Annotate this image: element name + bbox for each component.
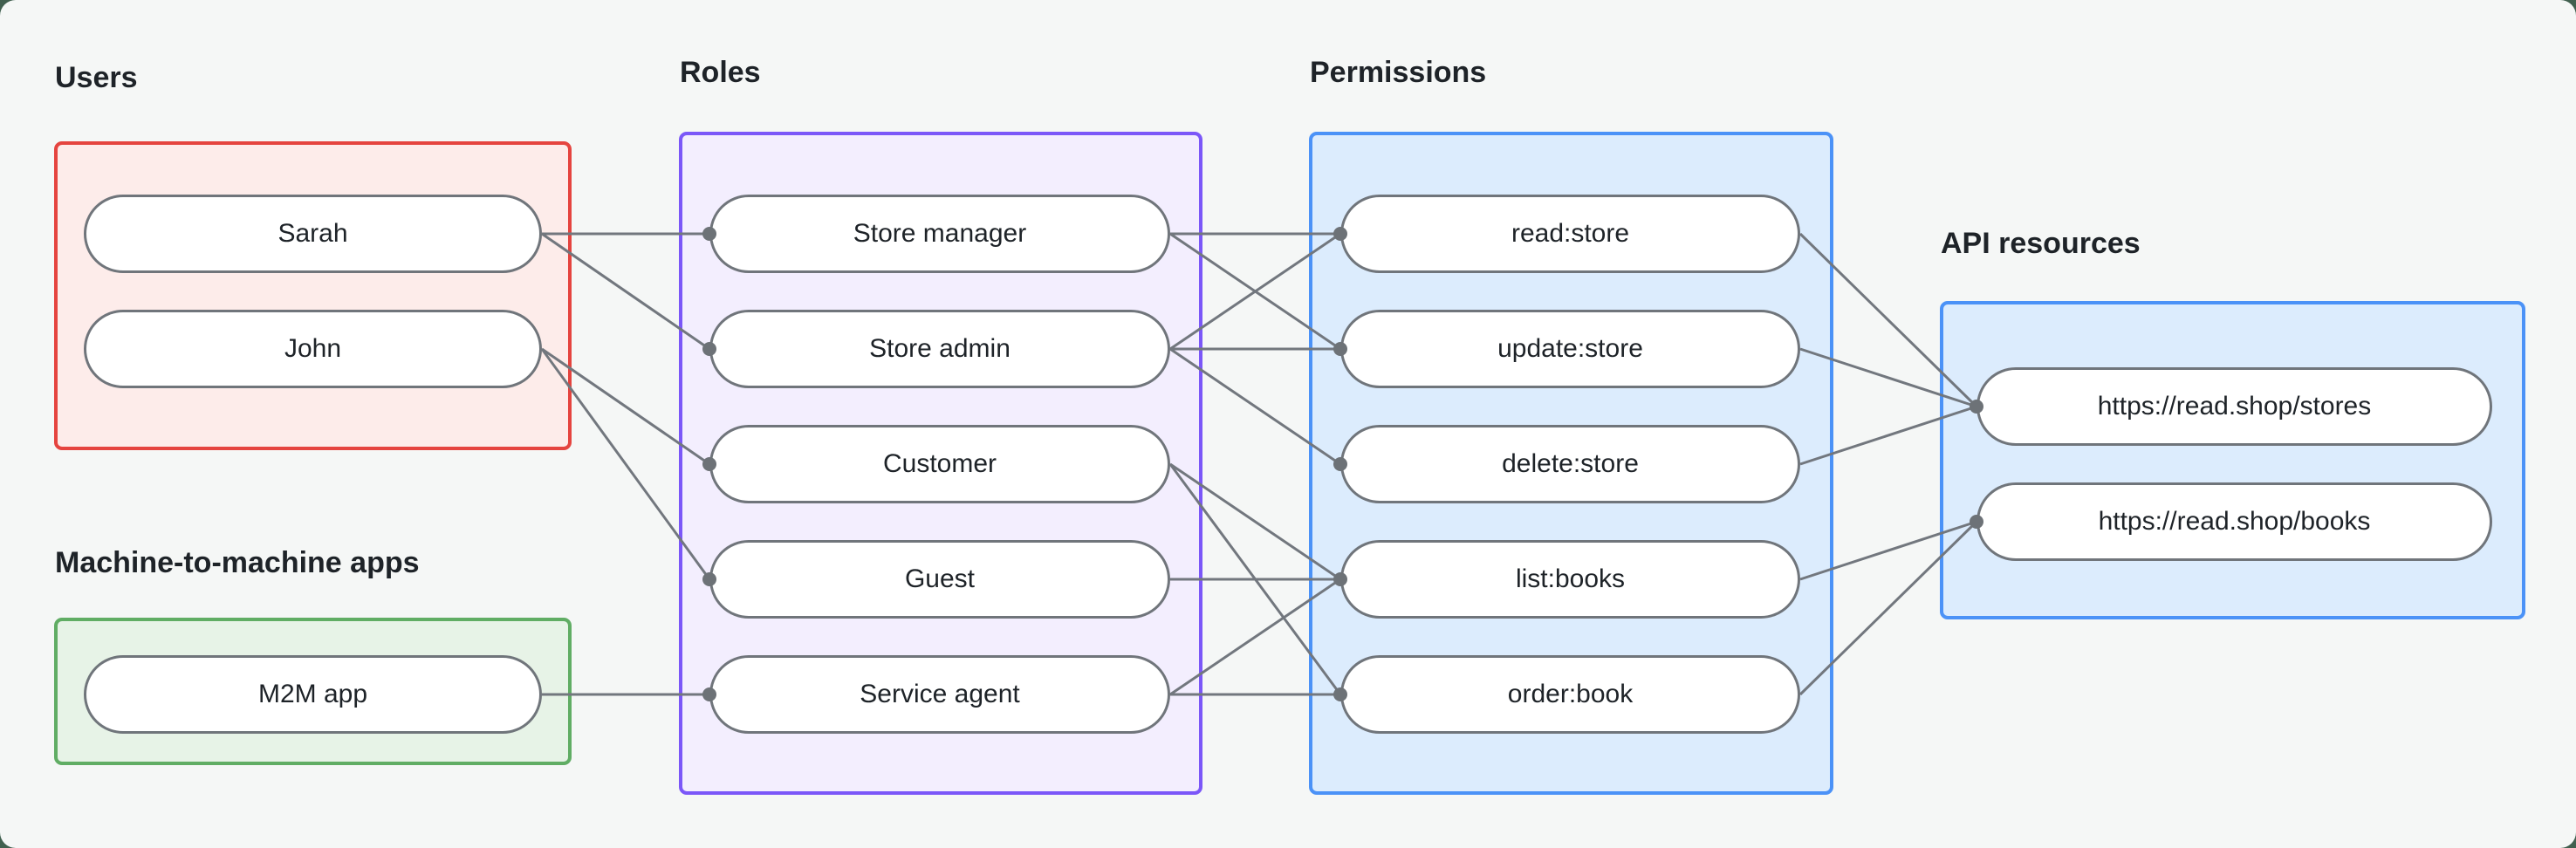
node-order-book: order:book [1340,655,1800,734]
node-label-customer: Customer [882,449,997,478]
node-label-store-admin: Store admin [869,334,1011,363]
node-list-books: list:books [1340,540,1800,619]
node-label-store-manager: Store manager [853,219,1027,248]
node-label-update-store: update:store [1497,334,1643,363]
node-label-list-books: list:books [1515,564,1626,593]
node-john: John [84,310,542,388]
node-delete-store: delete:store [1340,425,1800,503]
node-label-service-agent: Service agent [860,680,1020,708]
node-label-john: John [284,334,342,363]
node-customer: Customer [709,425,1170,503]
node-label-read-store: read:store [1511,219,1630,248]
group-label-users: Users [55,61,138,94]
node-label-guest: Guest [904,564,976,593]
node-service-agent: Service agent [709,655,1170,734]
group-box-users [54,141,572,450]
group-label-api: API resources [1941,227,2141,260]
node-guest: Guest [709,540,1170,619]
node-sarah: Sarah [84,195,542,273]
group-label-permissions: Permissions [1310,56,1487,89]
node-books-api: https://read.shop/books [1977,482,2492,561]
group-label-roles: Roles [680,56,761,89]
node-store-admin: Store admin [709,310,1170,388]
node-read-store: read:store [1340,195,1800,273]
node-m2m-app: M2M app [84,655,542,734]
group-box-api [1940,301,2525,619]
group-label-m2m: Machine-to-machine apps [55,546,420,579]
node-label-m2m-app: M2M app [257,680,368,708]
node-stores-api: https://read.shop/stores [1977,367,2492,446]
node-store-manager: Store manager [709,195,1170,273]
node-update-store: update:store [1340,310,1800,388]
node-label-order-book: order:book [1507,680,1634,708]
node-label-books-api: https://read.shop/books [2098,507,2371,536]
node-label-sarah: Sarah [277,219,348,248]
node-label-stores-api: https://read.shop/stores [2097,392,2372,421]
node-label-delete-store: delete:store [1502,449,1639,478]
